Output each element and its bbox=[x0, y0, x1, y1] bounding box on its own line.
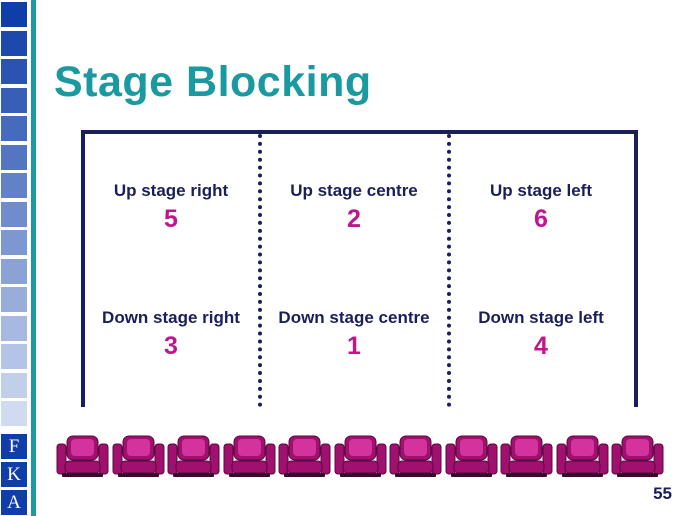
zone-number-down-left: 4 bbox=[534, 332, 548, 360]
stage-back-wall bbox=[81, 130, 638, 134]
stage-divider-left bbox=[258, 134, 262, 407]
theatre-seat-icon bbox=[334, 434, 387, 478]
theatre-seat-icon bbox=[389, 434, 442, 478]
theatre-seat-icon bbox=[167, 434, 220, 478]
sidebar-square bbox=[1, 287, 27, 312]
sidebar-square bbox=[1, 315, 27, 341]
theatre-seat-icon bbox=[445, 434, 498, 478]
zone-number-up-right: 5 bbox=[164, 205, 178, 233]
zone-label-up-left: Up stage left bbox=[489, 181, 593, 200]
sidebar-square bbox=[1, 30, 27, 56]
sidebar-square bbox=[1, 258, 27, 284]
zone-label-up-centre: Up stage centre bbox=[290, 181, 418, 200]
theatre-seat-icon bbox=[56, 434, 109, 478]
page-title: Stage Blocking bbox=[54, 58, 372, 106]
zone-number-down-centre: 1 bbox=[347, 332, 361, 360]
theatre-seat-icon bbox=[611, 434, 664, 478]
logo-letter-k: K bbox=[1, 462, 27, 487]
theatre-seat-icon bbox=[223, 434, 276, 478]
zone-label-down-right: Down stage right bbox=[102, 308, 240, 327]
sidebar-square bbox=[1, 59, 27, 84]
sidebar-square bbox=[1, 201, 27, 227]
audience-seating bbox=[56, 434, 666, 478]
theatre-seat-icon bbox=[278, 434, 331, 478]
sidebar-square bbox=[1, 344, 27, 369]
sidebar-accent-bar bbox=[31, 0, 36, 516]
sidebar-square bbox=[1, 230, 27, 255]
sidebar-square bbox=[1, 173, 27, 198]
sidebar-square bbox=[1, 401, 27, 426]
stage-left-wall bbox=[81, 130, 85, 407]
zone-number-down-right: 3 bbox=[164, 332, 178, 360]
zone-label-up-right: Up stage right bbox=[113, 181, 229, 200]
stage-right-wall bbox=[634, 130, 638, 407]
theatre-seat-icon bbox=[500, 434, 553, 478]
stage-divider-right bbox=[447, 134, 451, 407]
sidebar-square bbox=[1, 372, 27, 398]
logo-letter-f: F bbox=[1, 434, 27, 459]
page-number: 55 bbox=[653, 484, 672, 503]
theatre-seat-icon bbox=[112, 434, 165, 478]
zone-label-down-centre: Down stage centre bbox=[278, 308, 430, 327]
sidebar-square bbox=[1, 2, 27, 27]
zone-number-up-centre: 2 bbox=[347, 205, 361, 233]
sidebar-square bbox=[1, 144, 27, 170]
zone-label-down-left: Down stage left bbox=[478, 308, 604, 327]
sidebar-square bbox=[1, 116, 27, 141]
sidebar-square bbox=[1, 87, 27, 113]
theatre-seat-icon bbox=[556, 434, 609, 478]
zone-number-up-left: 6 bbox=[534, 205, 548, 233]
sidebar-gradient-strip bbox=[0, 0, 27, 516]
logo-letter-a: A bbox=[1, 490, 27, 515]
